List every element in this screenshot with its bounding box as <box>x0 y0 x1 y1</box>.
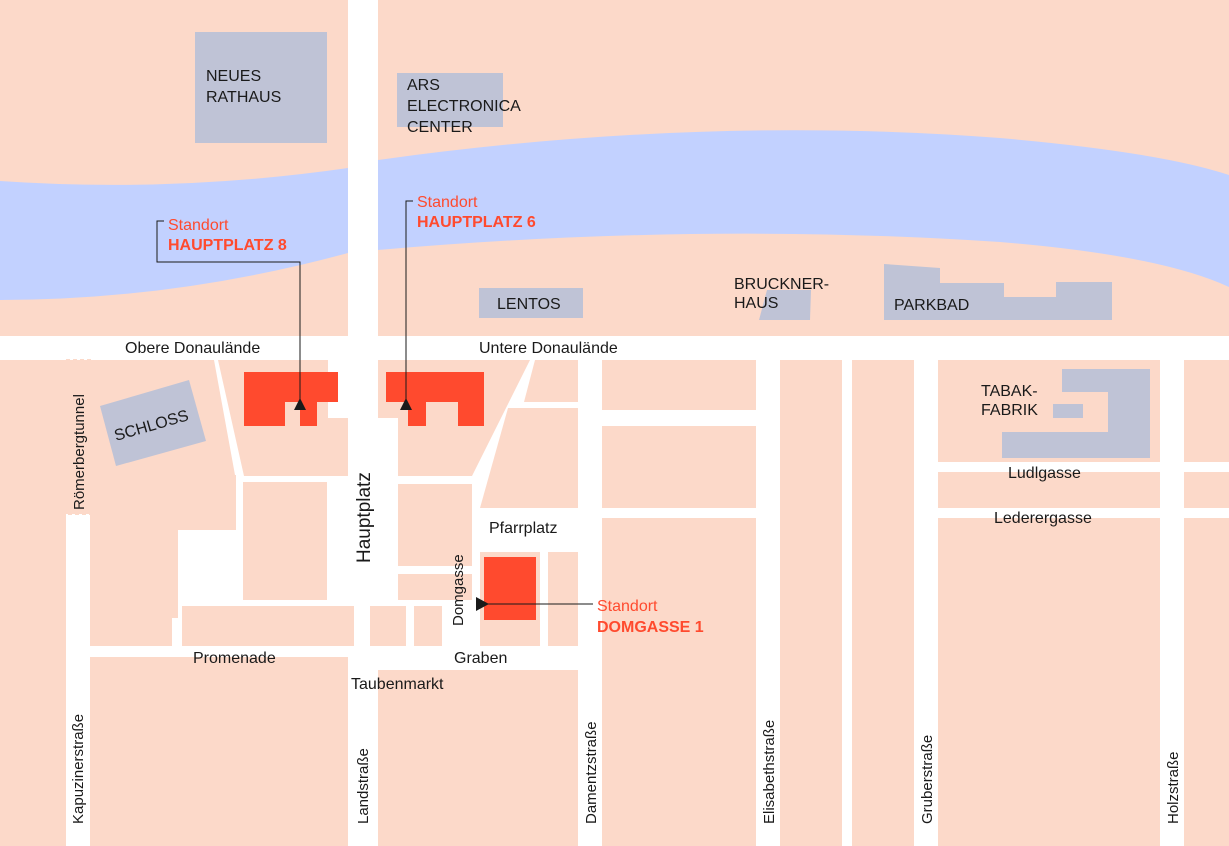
street-label-lederergasse: Lederergasse <box>994 510 1092 527</box>
label-line: NEUES <box>206 68 261 85</box>
domgasse-1-building <box>484 557 536 620</box>
block <box>852 360 914 846</box>
callout-hauptplatz-8-prefix: Standort <box>168 217 229 234</box>
street-label-taubenmarkt: Taubenmarkt <box>351 676 444 693</box>
callout-hauptplatz-8-name: HAUPTPLATZ 8 <box>168 237 287 254</box>
label-line: HAUS <box>734 295 778 312</box>
label-ars-electronica: ARS ELECTRONICA CENTER <box>407 77 524 136</box>
street-label-holzstrasse: Holzstraße <box>1165 751 1182 824</box>
label-lentos: LENTOS <box>497 296 561 313</box>
tabakfabrik-annex <box>1053 404 1083 418</box>
street-label-graben: Graben <box>454 650 507 667</box>
street-label-untere-donaulaende: Untere Donaulände <box>479 340 618 357</box>
location-markers <box>294 398 489 611</box>
block <box>602 360 756 410</box>
landmark-buildings <box>100 32 1150 466</box>
block <box>414 606 442 646</box>
label-line: ELECTRONICA <box>407 98 521 115</box>
street-label-obere-donaulaende: Obere Donaulände <box>125 340 260 357</box>
hauptplatz-6-building <box>386 372 484 426</box>
tabakfabrik-building <box>1002 369 1150 458</box>
location-buildings <box>244 372 536 620</box>
block <box>90 657 348 846</box>
label-brucknerhaus: BRUCKNER- HAUS <box>734 276 834 312</box>
street-label-ludlgasse: Ludlgasse <box>1008 465 1081 482</box>
block <box>1184 518 1229 846</box>
label-tabakfabrik: TABAK- FABRIK <box>981 383 1042 419</box>
callout-domgasse-1-prefix: Standort <box>597 598 658 615</box>
bridge <box>348 0 378 360</box>
leader-line-hauptplatz-6 <box>405 200 413 400</box>
block <box>480 408 578 508</box>
block <box>602 426 756 508</box>
ars-electronica-building <box>397 73 503 127</box>
schloss-building <box>100 380 206 466</box>
block <box>0 360 66 846</box>
block <box>1184 472 1229 508</box>
hauptplatz-8-building <box>244 372 338 426</box>
label-line: TABAK- <box>981 383 1038 400</box>
leader-lines <box>156 200 593 605</box>
callout-domgasse-1-name: DOMGASSE 1 <box>597 619 704 636</box>
callout-hauptplatz-6-prefix: Standort <box>417 194 478 211</box>
block <box>938 472 1160 508</box>
label-neues-rathaus: NEUES RATHAUS <box>206 68 281 106</box>
label-line: ARS <box>407 77 440 94</box>
block <box>243 482 327 600</box>
label-line: BRUCKNER- <box>734 276 829 293</box>
marker-triangle-icon <box>476 597 489 611</box>
location-callouts: Standort HAUPTPLATZ 8 Standort HAUPTPLAT… <box>168 194 704 636</box>
street-label-roemerbergtunnel: Römerbergtunnel <box>71 394 88 510</box>
street-label-elisabethstrasse: Elisabethstraße <box>761 720 778 824</box>
label-parkbad: PARKBAD <box>894 297 969 314</box>
neues-rathaus-building <box>195 32 327 143</box>
block <box>1184 360 1229 462</box>
leader-line-hauptplatz-8 <box>156 220 301 400</box>
street-label-gruberstrasse: Gruberstraße <box>919 735 936 824</box>
marker-triangle-icon <box>294 398 306 410</box>
label-line: FABRIK <box>981 402 1038 419</box>
street-label-promenade: Promenade <box>193 650 276 667</box>
street-label-landstrasse: Landstraße <box>355 748 372 824</box>
block <box>524 360 578 402</box>
lentos-building <box>479 288 583 318</box>
block <box>378 670 578 846</box>
label-line: RATHAUS <box>206 89 281 106</box>
parkbad-building <box>884 264 1112 320</box>
block <box>548 552 578 646</box>
label-line: CENTER <box>407 119 473 136</box>
danube-river <box>0 130 1229 300</box>
block <box>938 518 1160 846</box>
block <box>182 606 354 646</box>
block <box>90 530 172 646</box>
street-labels: Obere Donaulände Untere Donaulände Römer… <box>70 340 1182 824</box>
street-label-hauptplatz: Hauptplatz <box>354 472 375 563</box>
street-label-pfarrplatz: Pfarrplatz <box>489 520 557 537</box>
block <box>602 518 756 846</box>
block <box>398 484 472 566</box>
roemerbergtunnel-outline <box>65 359 91 515</box>
brucknerhaus-building <box>759 290 811 320</box>
street-label-kapuzinerstrasse: Kapuzinerstraße <box>70 714 87 824</box>
marker-triangle-icon <box>400 398 412 410</box>
callout-hauptplatz-6-name: HAUPTPLATZ 6 <box>417 214 536 231</box>
block <box>370 606 406 646</box>
block <box>780 360 842 846</box>
street-label-domgasse: Domgasse <box>450 554 467 626</box>
block <box>398 574 472 600</box>
street-label-damentzstrasse: Damentzstraße <box>583 721 600 824</box>
